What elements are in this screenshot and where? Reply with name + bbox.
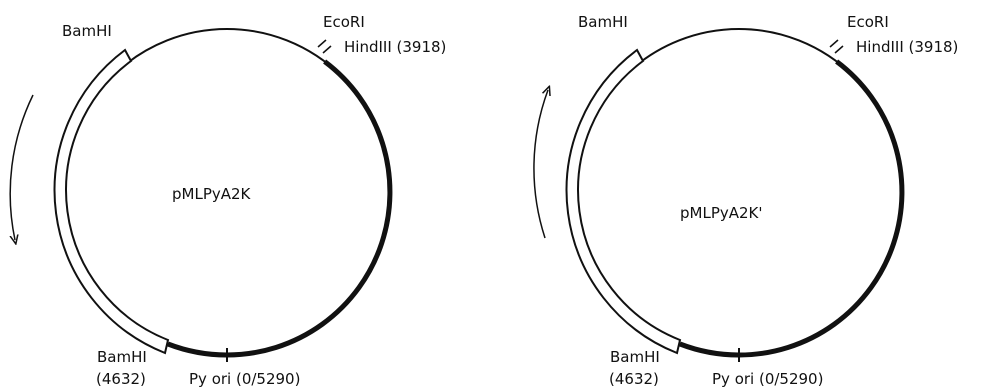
thick-segment-lower [167,341,228,358]
bamhi-bottom-label: BamHI [97,348,147,366]
thick-segment-lower [679,341,740,358]
thick-segment [738,59,905,358]
bamhi-bottom-label: BamHI [610,348,660,366]
ecori-label: EcoRI [323,13,365,31]
ecori-label: EcoRI [847,13,889,31]
hindiii-tick [834,45,844,54]
insert-box [53,48,170,355]
bamhi-bottom-position: (4632) [609,370,659,388]
direction-arrow [533,90,548,239]
hindiii-label: HindIII (3918) [856,38,958,56]
thick-segment [226,59,393,358]
insert-box [565,48,682,355]
hindiii-label: HindIII (3918) [344,38,446,56]
ecori-tick [829,39,839,48]
py-ori-label: Py ori (0/5290) [712,370,823,388]
plasmid-name: pMLPyA2K [172,185,252,203]
plasmid-map-right: BamHI EcoRI HindIII (3918) pMLPyA2K' Bam… [533,13,958,388]
bamhi-bottom-position: (4632) [96,370,146,388]
plasmid-map-left: BamHI EcoRI HindIII (3918) pMLPyA2K BamH… [10,13,446,388]
direction-arrow [10,94,34,240]
py-ori-label: Py ori (0/5290) [189,370,300,388]
bamhi-top-label: BamHI [578,13,628,31]
bamhi-top-label: BamHI [62,22,112,40]
plasmid-name: pMLPyA2K' [680,204,763,222]
hindiii-tick [322,45,332,54]
ecori-tick [317,39,327,48]
